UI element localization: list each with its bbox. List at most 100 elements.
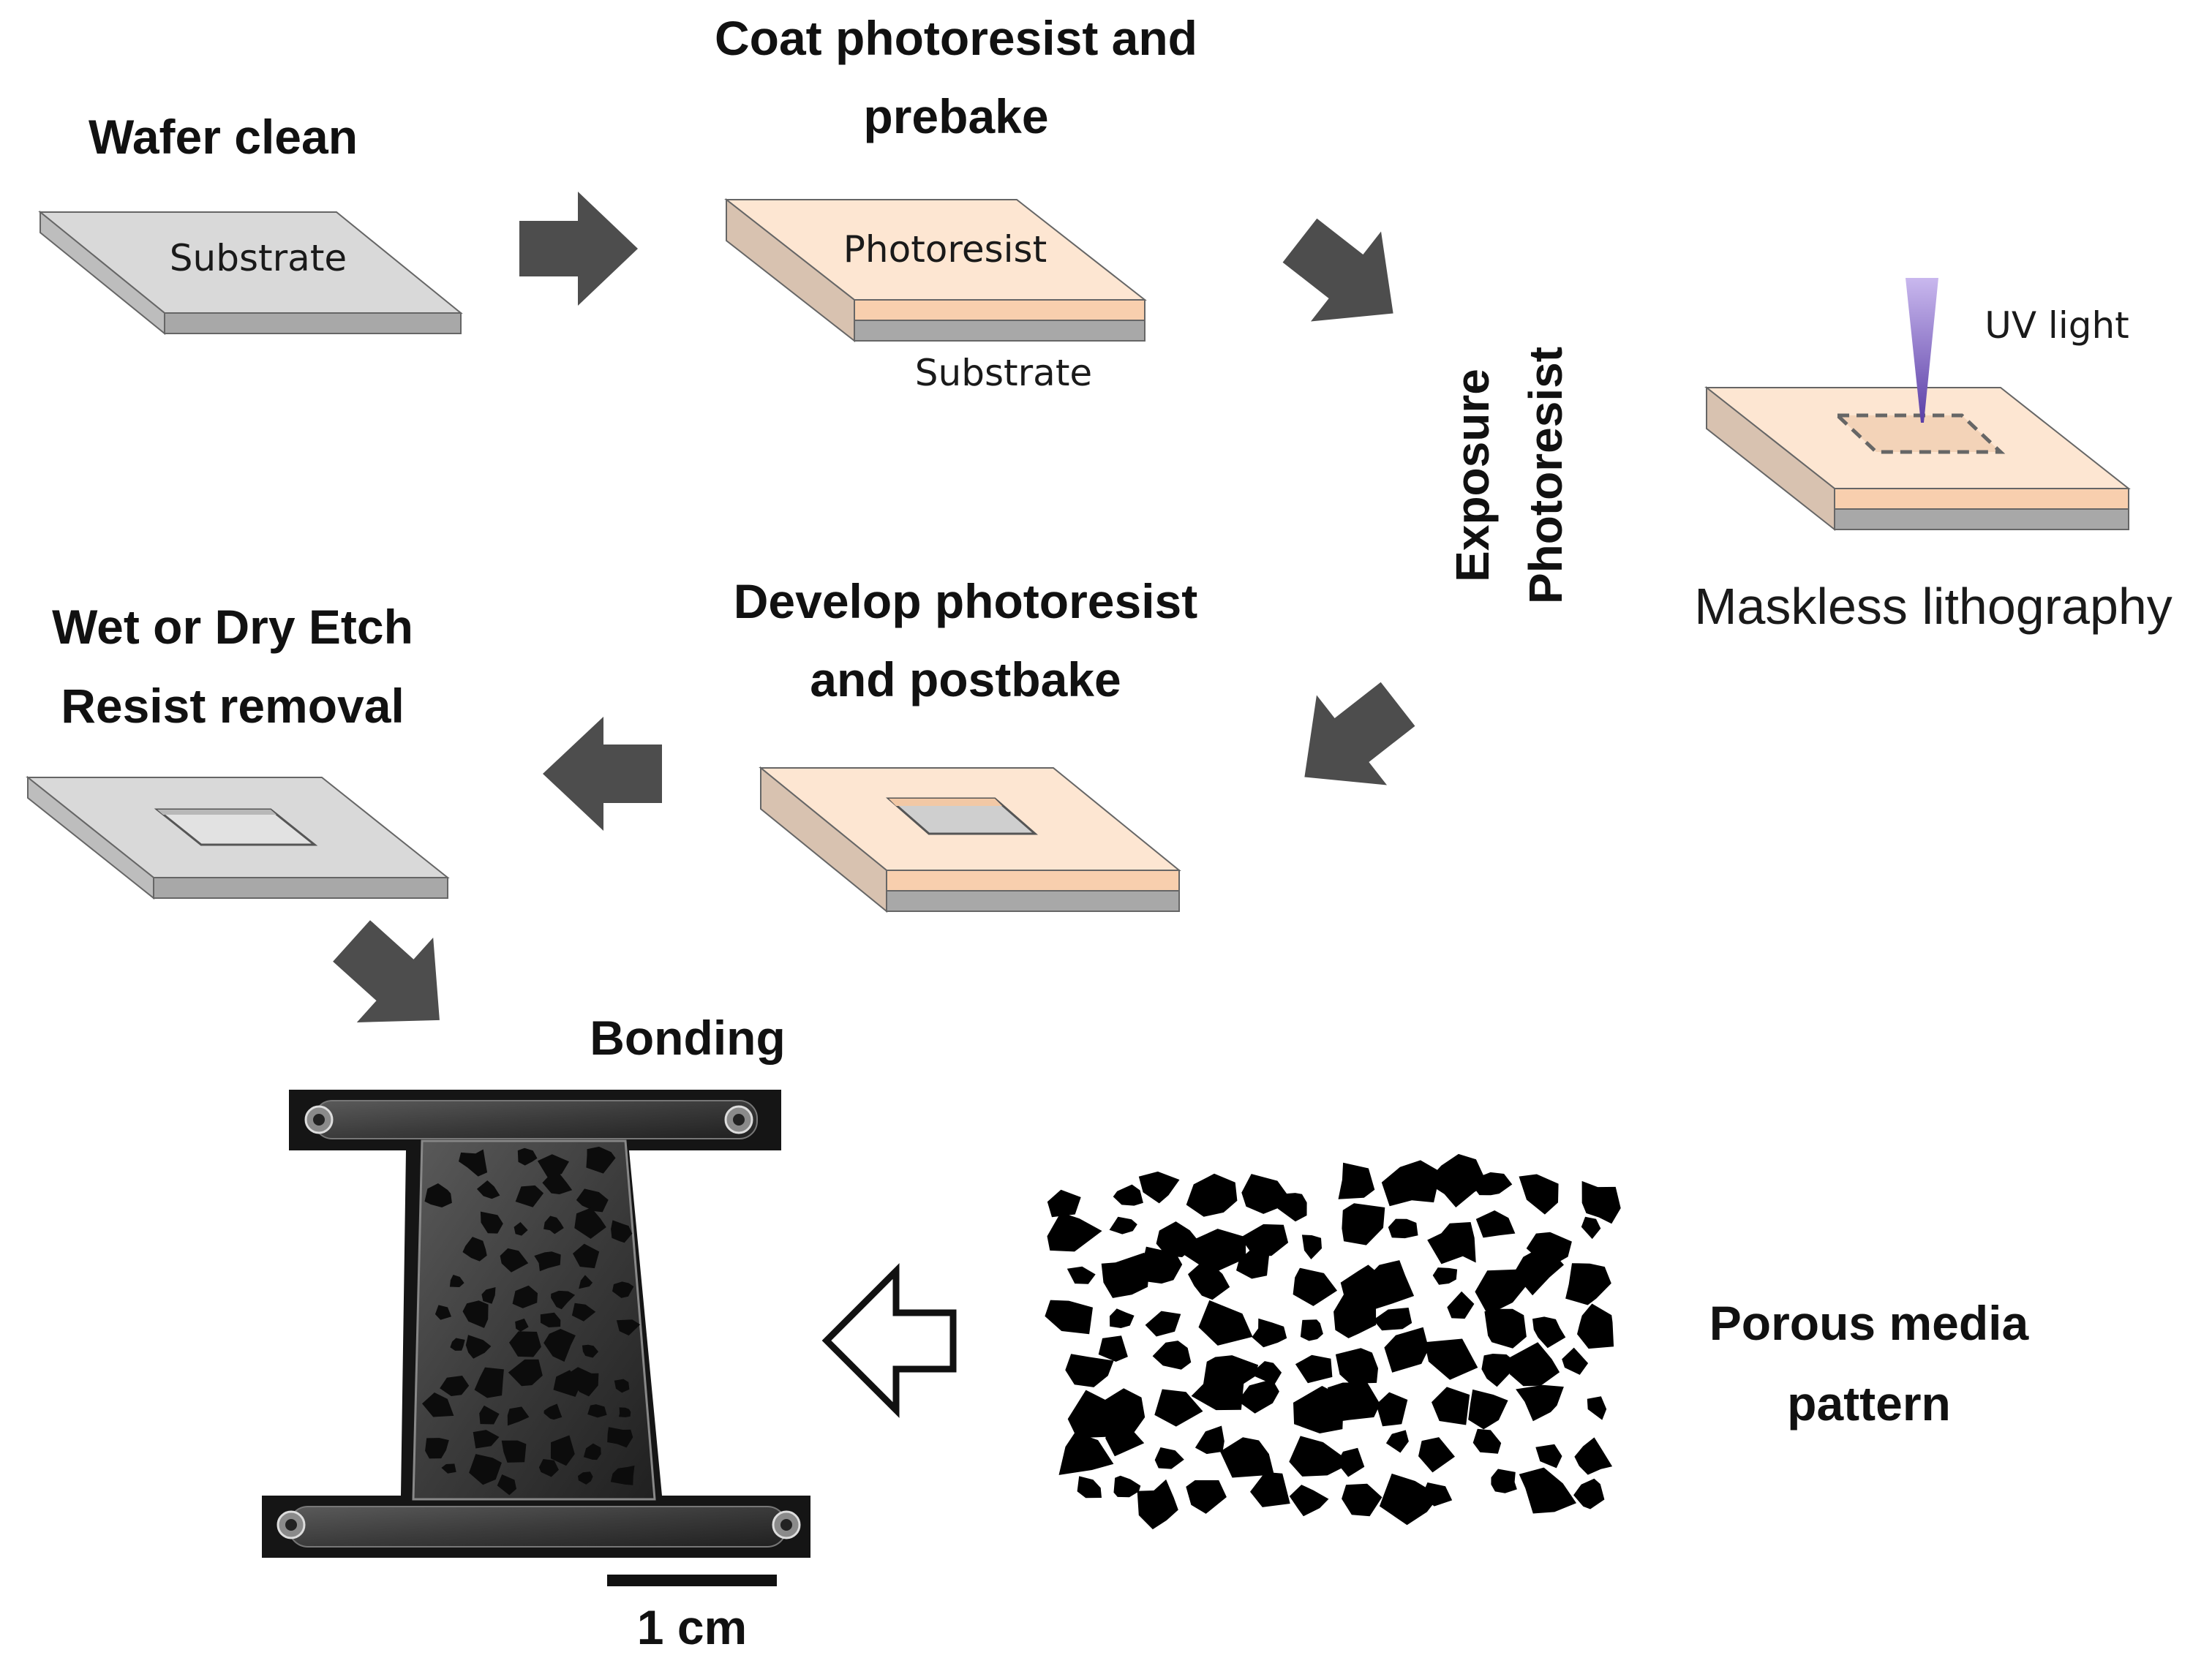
grain [1335,1348,1378,1384]
grain [1468,1389,1508,1430]
grain [473,1430,500,1449]
grain [1581,1216,1601,1240]
grain [1327,1382,1380,1423]
grain [1470,1172,1513,1196]
scale-bar-label: 1 cm [637,1600,747,1654]
grain [512,1285,538,1308]
inlet-port-icon [304,1105,334,1134]
coat-title-line1: Coat photoresist and [715,11,1197,65]
inlet-port-icon-2 [724,1105,753,1134]
grain [1519,1174,1559,1215]
grain [1250,1361,1282,1385]
grain [1432,1387,1470,1425]
grain [543,1403,563,1420]
grain [480,1211,503,1234]
grain [1475,1210,1516,1238]
grain [1432,1267,1458,1285]
grain [1484,1308,1527,1349]
grain [465,1335,492,1359]
grain [1338,1162,1375,1199]
device-grain-pattern [422,1146,641,1496]
developed-wafer [759,766,1181,913]
grain [1188,1262,1230,1300]
grain [1184,1229,1246,1274]
maskless-wafer [1704,385,2131,532]
grain [1427,1222,1476,1264]
grain [1113,1475,1141,1498]
grain [543,1329,576,1362]
grain [1581,1180,1621,1224]
grain [1047,1212,1102,1252]
grain [449,1275,464,1287]
grain [422,1392,454,1417]
grain [1573,1478,1605,1509]
grain [462,1237,487,1262]
porous-title-line2: pattern [1787,1376,1951,1431]
grain [1336,1447,1365,1477]
grain [1333,1292,1377,1338]
grain [1381,1160,1441,1207]
grain [508,1359,543,1387]
grain [1426,1153,1488,1207]
grain [1342,1483,1382,1517]
grain [616,1319,641,1336]
outlet-port-icon-2 [772,1510,801,1539]
grain [1385,1430,1409,1453]
grain [1513,1244,1564,1296]
grain [607,1427,633,1448]
exposure-line2: Photoresist [1519,347,1572,604]
grain [612,1281,634,1298]
grain [576,1188,609,1213]
grain [1105,1419,1145,1457]
grain [537,1154,569,1177]
grain [578,1471,593,1485]
grain [573,1243,600,1269]
grain [1186,1480,1227,1514]
grain [1424,1338,1478,1380]
grain [469,1454,502,1485]
arrow-down-right-icon-2 [333,920,440,1022]
coated-wafer [724,197,1147,343]
grain [1295,1354,1333,1384]
grain [515,1318,529,1332]
grain [542,1174,573,1194]
grain [500,1248,529,1273]
grain [579,1275,593,1289]
arrow-right-icon [519,192,638,306]
grain [1077,1476,1102,1499]
grain [515,1185,544,1207]
bonded-micromodel [262,1090,810,1558]
grain [1421,1482,1453,1507]
grain [1587,1396,1607,1420]
grain [586,1146,616,1174]
arrow-down-left-icon [1304,682,1415,785]
grain [1384,1327,1429,1373]
coat-title-line2: prebake [863,89,1048,143]
grain [1379,1473,1440,1526]
grain [1293,1267,1337,1306]
grain [571,1303,596,1322]
photoresist-label: Photoresist [843,228,1047,271]
grain [1110,1308,1135,1328]
grain [1475,1269,1526,1315]
etch-title-line1: Wet or Dry Etch [52,600,413,654]
grain [1066,1266,1096,1284]
grain [614,1379,630,1393]
grain [1300,1319,1323,1341]
grain [507,1406,530,1426]
grain [1388,1218,1418,1239]
scale-bar [607,1575,777,1586]
grain [1145,1311,1181,1337]
outlet-port-icon [276,1510,306,1539]
grain [538,1459,559,1477]
wafer-clean-title: Wafer clean [89,110,358,164]
grain [551,1290,576,1310]
grain [474,1367,504,1398]
grain [1045,1300,1093,1335]
grain [1516,1384,1564,1422]
grain [509,1331,541,1357]
grain [514,1222,528,1236]
grain [1447,1291,1475,1319]
grain [610,1465,635,1485]
grain [1250,1471,1290,1507]
